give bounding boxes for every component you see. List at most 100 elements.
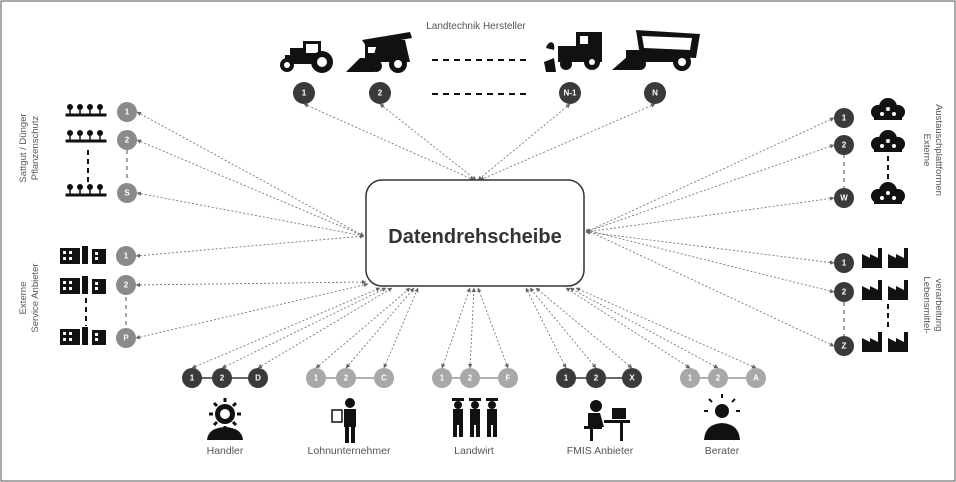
connector-line-21	[345, 287, 415, 369]
connector-line-12	[585, 144, 835, 233]
top-group: Landtechnik Hersteller	[280, 21, 700, 104]
lohnunternehmer-node-2: 2	[336, 368, 356, 388]
berater-label: Berater	[705, 445, 740, 457]
connector-line-19	[257, 287, 393, 369]
combine-harvester-icon	[612, 30, 700, 71]
connector-line-3	[477, 103, 571, 181]
fmis-label: FMIS Anbieter	[567, 445, 634, 457]
right-bottom-group: Lebensmittel- verarbeitung 1 2 Z	[834, 248, 944, 356]
connector-line-25	[477, 287, 509, 369]
right-top-node-2: 2	[834, 135, 854, 155]
svg-text:1: 1	[314, 374, 319, 383]
worker-icon	[331, 398, 356, 443]
connector-line-27	[529, 287, 597, 369]
connector-line-5	[136, 111, 365, 237]
tractor-icon	[280, 41, 333, 73]
svg-text:2: 2	[468, 374, 473, 383]
connector-line-23	[441, 287, 471, 369]
left-top-title-line2: Pflanzenschutz	[30, 116, 41, 181]
svg-text:1: 1	[440, 374, 445, 383]
connector-line-4	[479, 103, 656, 181]
svg-text:F: F	[506, 374, 511, 383]
right-top-title-line2: Austauschplattformen	[933, 104, 944, 196]
farmers-icon	[452, 398, 498, 437]
landwirt-node-2: 2	[460, 368, 480, 388]
svg-text:1: 1	[842, 114, 847, 123]
fmis-node-1: 1	[556, 368, 576, 388]
left-top-group: Sattgut / Dünger Pflanzenschutz 1 2 S	[18, 102, 137, 203]
bottom-group-lohnunternehmer: 1 2 C Lohnunternehmer	[306, 368, 394, 457]
right-top-node-1: 1	[834, 108, 854, 128]
connector-line-29	[565, 287, 691, 369]
handler-node-1: 1	[182, 368, 202, 388]
left-top-title-line1: Sattgut / Dünger	[18, 113, 29, 182]
right-bottom-title-line1: Lebensmittel-	[921, 276, 932, 333]
svg-text:1: 1	[688, 374, 693, 383]
svg-text:C: C	[381, 374, 387, 383]
svg-text:N: N	[652, 89, 658, 98]
fmis-node-2: 2	[586, 368, 606, 388]
svg-text:N-1: N-1	[564, 89, 577, 98]
top-node-n: N	[644, 82, 666, 104]
svg-text:S: S	[124, 189, 130, 198]
top-node-2: 2	[369, 82, 391, 104]
connector-line-8	[135, 234, 365, 258]
center-hub-label: Datendrehscheibe	[388, 226, 561, 248]
idea-person-icon	[704, 394, 740, 440]
seedling-row-icon	[65, 104, 107, 197]
bottom-group-handler: 1 2 D Handler	[182, 368, 268, 457]
top-group-title: Landtechnik Hersteller	[426, 21, 526, 32]
landwirt-node-1: 1	[432, 368, 452, 388]
top-node-n-1: N-1	[559, 82, 581, 104]
right-bottom-node-2: 2	[834, 282, 854, 302]
svg-text:A: A	[753, 374, 759, 383]
left-bottom-title-line1: Externe	[18, 282, 29, 315]
svg-text:2: 2	[124, 281, 129, 290]
center-hub-box	[365, 179, 585, 287]
connector-lines	[135, 103, 835, 369]
right-top-node-w: W	[834, 188, 854, 208]
connector-line-17	[191, 287, 381, 369]
left-top-node-s: S	[117, 183, 137, 203]
berater-node-a: A	[746, 368, 766, 388]
bottom-group-landwirt: 1 2 F Landwirt	[432, 368, 518, 457]
connector-line-10	[135, 282, 369, 340]
berater-node-1: 1	[680, 368, 700, 388]
fmis-node-x: X	[622, 368, 642, 388]
connector-line-20	[315, 287, 411, 369]
svg-text:1: 1	[564, 374, 569, 383]
svg-text:2: 2	[125, 136, 130, 145]
svg-text:2: 2	[716, 374, 721, 383]
left-bottom-title-line2: Service Anbieter	[30, 263, 41, 332]
right-bottom-node-1: 1	[834, 253, 854, 273]
connector-line-22	[383, 287, 419, 369]
handler-label: Handler	[207, 445, 244, 457]
left-bottom-node-2: 2	[116, 275, 136, 295]
landwirt-node-f: F	[498, 368, 518, 388]
left-top-node-2: 2	[117, 130, 137, 150]
svg-text:2: 2	[344, 374, 349, 383]
connector-line-15	[585, 228, 835, 294]
beet-harvester-icon	[544, 32, 602, 72]
connector-line-26	[525, 287, 567, 369]
svg-text:2: 2	[220, 374, 225, 383]
cloud-network-icon	[871, 98, 905, 204]
connector-line-24	[467, 287, 477, 369]
bottom-group-berater: 1 2 A Berater	[680, 368, 766, 457]
top-node-1: 1	[293, 82, 315, 104]
factory-icon	[862, 248, 908, 352]
connector-line-7	[136, 191, 365, 238]
svg-text:D: D	[255, 374, 261, 383]
berater-node-2: 2	[708, 368, 728, 388]
svg-text:2: 2	[842, 288, 847, 297]
svg-text:1: 1	[190, 374, 195, 383]
left-top-node-1: 1	[117, 102, 137, 122]
building-icon	[60, 246, 106, 345]
lohnunternehmer-label: Lohnunternehmer	[308, 445, 391, 457]
forage-harvester-icon	[346, 32, 412, 73]
svg-text:2: 2	[842, 141, 847, 150]
handler-node-2: 2	[212, 368, 232, 388]
svg-text:2: 2	[378, 89, 383, 98]
